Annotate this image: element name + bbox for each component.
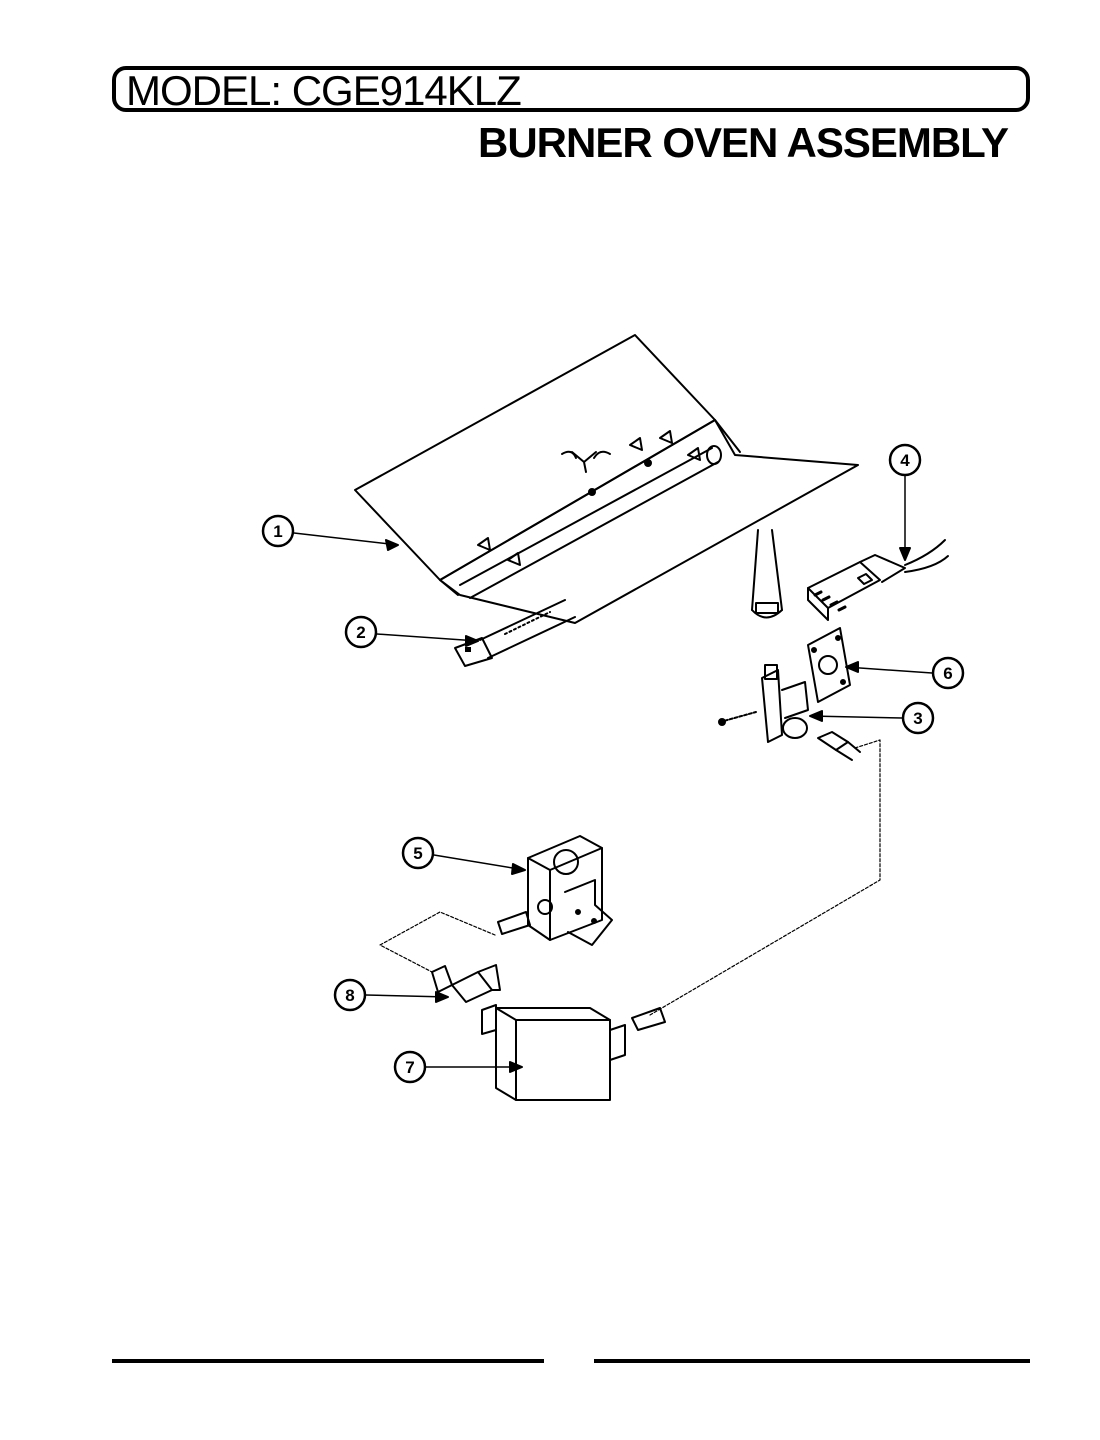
orifice-fitting-part [817,731,861,761]
callout-label-2: 2 [356,623,365,642]
connector-fitting-part [431,911,531,1003]
control-valve-part [481,1004,666,1101]
callout-1: 1 [261,514,399,551]
orifice-bracket-part [718,664,809,743]
page-title: BURNER OVEN ASSEMBLY [478,119,1009,166]
mounting-plate-part [807,627,851,703]
callout-3: 3 [809,701,935,735]
callout-6: 6 [845,656,965,690]
igniter-part [807,539,949,621]
pilot-tube-part [751,529,783,619]
safety-valve-part [527,835,613,946]
callout-label-1: 1 [273,522,282,541]
footer-rule-right [594,1359,1030,1363]
callout-label-4: 4 [900,451,910,470]
callout-5: 5 [401,836,526,875]
callout-label-5: 5 [413,844,422,863]
callout-label-7: 7 [405,1058,414,1077]
connection-lines [379,739,881,1016]
callout-label-8: 8 [345,986,354,1005]
burner-tube-part [454,599,576,667]
burner-baffle-part [354,334,859,624]
model-label: MODEL: CGE914KLZ [126,67,522,114]
callout-8: 8 [333,978,449,1012]
callout-7: 7 [393,1050,523,1084]
footer-rule-left [112,1359,544,1363]
model-header-box: MODEL: CGE914KLZ [112,66,1030,114]
callout-2: 2 [344,615,479,649]
callout-4: 4 [888,443,922,561]
callout-label-3: 3 [913,709,922,728]
callout-label-6: 6 [943,664,952,683]
